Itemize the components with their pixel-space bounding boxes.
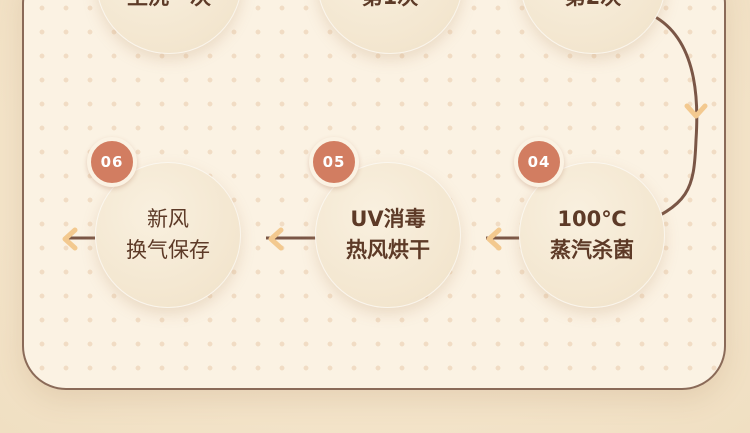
chevron-left-icon [486, 227, 502, 251]
step-06-line1: 新风 [147, 207, 189, 231]
step-01-label: 主洗一次 [96, 0, 242, 13]
step-06-circle: 新风 换气保存 [95, 162, 241, 308]
chevron-left-icon [62, 227, 78, 251]
step-04-line1: 100℃ [557, 207, 627, 231]
step-06-badge: 06 [87, 137, 137, 187]
step-06-line2: 换气保存 [126, 238, 210, 262]
step-05-badge: 05 [309, 137, 359, 187]
step-03-label: 第2次 [520, 0, 666, 13]
step-04-badge: 04 [514, 137, 564, 187]
step-05-circle: UV消毒 热风烘干 [315, 162, 461, 308]
flow-curve [630, 16, 699, 230]
step-05-line2: 热风烘干 [346, 238, 430, 262]
chevron-down-icon [684, 103, 708, 119]
chevron-left-icon [268, 227, 284, 251]
step-05-line1: UV消毒 [350, 207, 426, 231]
step-02-label: 第1次 [317, 0, 463, 13]
step-04-line2: 蒸汽杀菌 [550, 238, 634, 262]
